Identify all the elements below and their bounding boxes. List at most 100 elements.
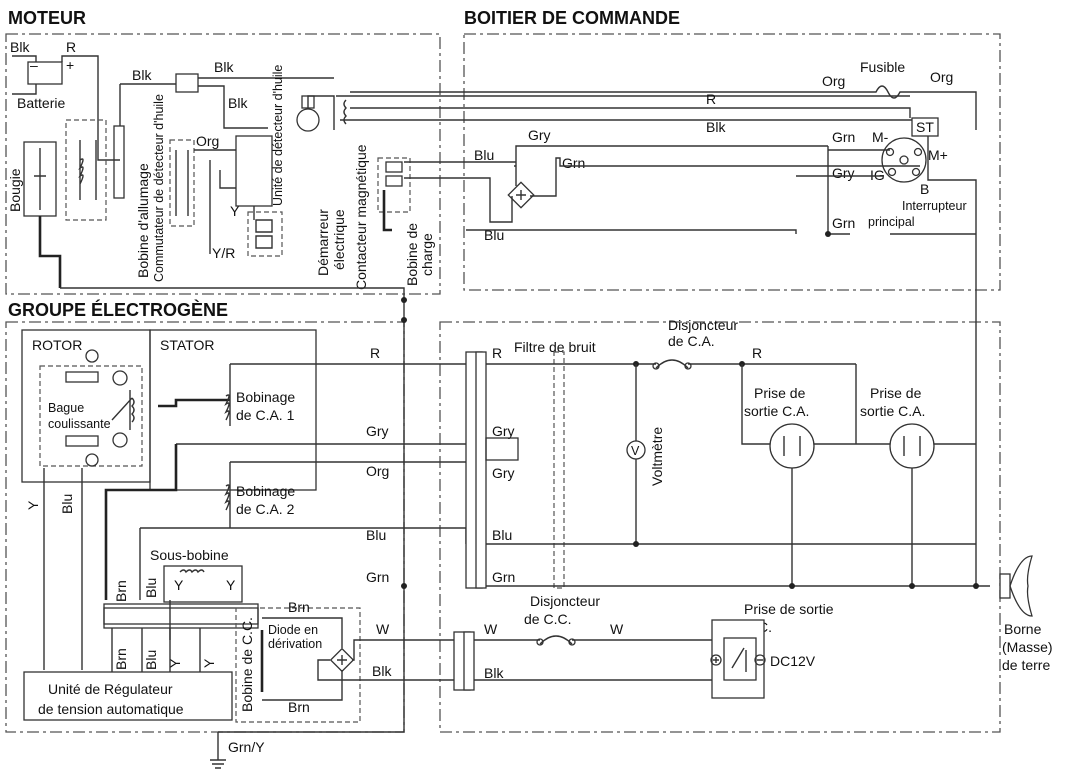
- wire-label-gry-5: Gry: [492, 465, 515, 481]
- wire-label-grn-2: Grn: [832, 129, 855, 145]
- bague-label-2: coulissante: [48, 417, 111, 431]
- wire-label-org-4: Org: [366, 463, 389, 479]
- wire-label-r-2: R: [706, 91, 716, 107]
- disj-ca-label-1: Disjoncteur: [668, 317, 738, 333]
- wire-label-blu-7: Blu: [492, 527, 512, 543]
- wire-label-blu-2: Blu: [484, 227, 504, 243]
- wire-label-blu-3: Blu: [366, 527, 386, 543]
- borne-label-2: (Masse): [1002, 639, 1053, 655]
- voltmetre-label: Voltmètre: [649, 427, 665, 486]
- wire-label-w-2: W: [484, 621, 498, 637]
- stator-box: [149, 329, 317, 491]
- wire-label-r: R: [66, 39, 76, 55]
- noise-filter: [553, 351, 565, 589]
- wire-label-y-4: Y: [226, 577, 236, 593]
- borne-label-3: de terre: [1002, 657, 1050, 673]
- boitier-lower-border: [439, 321, 1001, 733]
- section-boitier: BOITIER DE COMMANDE: [464, 8, 680, 28]
- demarreur-label-1: Démarreur: [315, 209, 331, 276]
- ignition-coil-box: [65, 119, 107, 221]
- ac-socket-1: [769, 423, 815, 469]
- wire-label-org: Org: [196, 133, 219, 149]
- ground-terminal-icon: [999, 555, 1033, 617]
- switch-m-minus: M-: [872, 129, 889, 145]
- diode-label-1: Diode en: [268, 623, 318, 637]
- groupe-border: [5, 321, 405, 733]
- rectifier-bridge: [507, 181, 535, 209]
- ac-socket-2: [889, 423, 935, 469]
- demarreur-label-2: électrique: [331, 209, 347, 270]
- bobine-charge-label-1: Bobine de: [404, 223, 420, 286]
- unite-detecteur-label: Unité de détecteur d'huile: [271, 65, 285, 206]
- prise-ca2-label-1: Prise de: [870, 385, 922, 401]
- wire-label-brn-3: Brn: [288, 599, 310, 615]
- connector-icon: [175, 73, 199, 93]
- sous-bobine-label: Sous-bobine: [150, 547, 229, 563]
- section-moteur: MOTEUR: [8, 8, 86, 28]
- diode-label-2: dérivation: [268, 637, 322, 651]
- switch-b: B: [920, 181, 929, 197]
- fusible-label: Fusible: [860, 59, 905, 75]
- wire-label-blk-4: Blk: [228, 95, 248, 111]
- wire-label-grn: Grn: [562, 155, 585, 171]
- regulator-box: [23, 671, 233, 721]
- wire-label-org-2: Org: [822, 73, 845, 89]
- wire-label-gry-3: Gry: [366, 423, 389, 439]
- wire-label-gry-2: Gry: [832, 165, 855, 181]
- contacteur-label: Contacteur magnétique: [353, 144, 369, 290]
- bougie-label: Bougie: [7, 168, 23, 212]
- interrupteur-label-1: Interrupteur: [902, 199, 967, 213]
- wire-label-blk-6: Blk: [372, 663, 392, 679]
- wire-label-blk-5: Blk: [706, 119, 726, 135]
- battery-icon: [27, 61, 63, 85]
- rotor-label: ROTOR: [32, 337, 82, 353]
- commutateur-label: Commutateur de détecteur d'huile: [152, 94, 166, 282]
- borne-label-1: Borne: [1004, 621, 1042, 637]
- disj-cc-label-1: Disjoncteur: [530, 593, 600, 609]
- prise-ca1-label-1: Prise de: [754, 385, 806, 401]
- batterie-label: Batterie: [17, 95, 65, 111]
- bobinage2-label-2: de C.A. 2: [236, 501, 295, 517]
- wire-label-r-3: R: [370, 345, 380, 361]
- wire-label-y-5: Y: [167, 658, 183, 668]
- switch-m-plus: M+: [928, 147, 948, 163]
- bobine-cc-label: Bobine de C.C.: [239, 617, 255, 712]
- wire-label-r-4: R: [492, 345, 502, 361]
- wire-label-w-3: W: [610, 621, 624, 637]
- wire-label-y-3: Y: [174, 577, 184, 593]
- voltmeter-icon: [626, 440, 646, 460]
- wire-label-brn: Brn: [113, 580, 129, 602]
- wire-label-blk-2: Blk: [132, 67, 152, 83]
- bobine-allumage-label: Bobine d'allumage: [135, 163, 151, 278]
- disj-cc-label-2: de C.C.: [524, 611, 571, 627]
- moteur-border: [5, 33, 441, 295]
- starter-motor-icon: [296, 108, 320, 132]
- stator-label: STATOR: [160, 337, 214, 353]
- wire-label-y-2: Y: [25, 500, 41, 510]
- interrupteur-label-2: principal: [868, 215, 915, 229]
- svg-text:V: V: [631, 444, 640, 458]
- filtre-label: Filtre de bruit: [514, 339, 596, 355]
- wire-label-w: W: [376, 621, 390, 637]
- switch-st: ST: [916, 119, 934, 135]
- wire-label-grn-5: Grn: [492, 569, 515, 585]
- wire-label-blu-6: Blu: [143, 650, 159, 670]
- wire-label-y-6: Y: [201, 658, 217, 668]
- dc12v-label: DC12V: [770, 653, 816, 669]
- wire-label-blu-5: Blu: [143, 578, 159, 598]
- wire-label-grn-4: Grn: [366, 569, 389, 585]
- prise-ca1-label-2: sortie C.A.: [744, 403, 809, 419]
- bague-label-1: Bague: [48, 401, 84, 415]
- wire-label-r-5: R: [752, 345, 762, 361]
- oil-sensor-box: [247, 211, 283, 257]
- wire-label-gry-4: Gry: [492, 423, 515, 439]
- switch-ig: IG: [870, 167, 885, 183]
- wire-label-blk: Blk: [10, 39, 30, 55]
- coil-core: [113, 125, 125, 199]
- section-groupe: GROUPE ÉLECTROGÈNE: [8, 299, 228, 320]
- regulateur-label-1: Unité de Régulateur: [48, 681, 173, 697]
- bobinage1-label-1: Bobinage: [236, 389, 295, 405]
- wire-label-blu: Blu: [474, 147, 494, 163]
- wire-label-grn-3: Grn: [832, 215, 855, 231]
- disj-ca-label-2: de C.A.: [668, 333, 715, 349]
